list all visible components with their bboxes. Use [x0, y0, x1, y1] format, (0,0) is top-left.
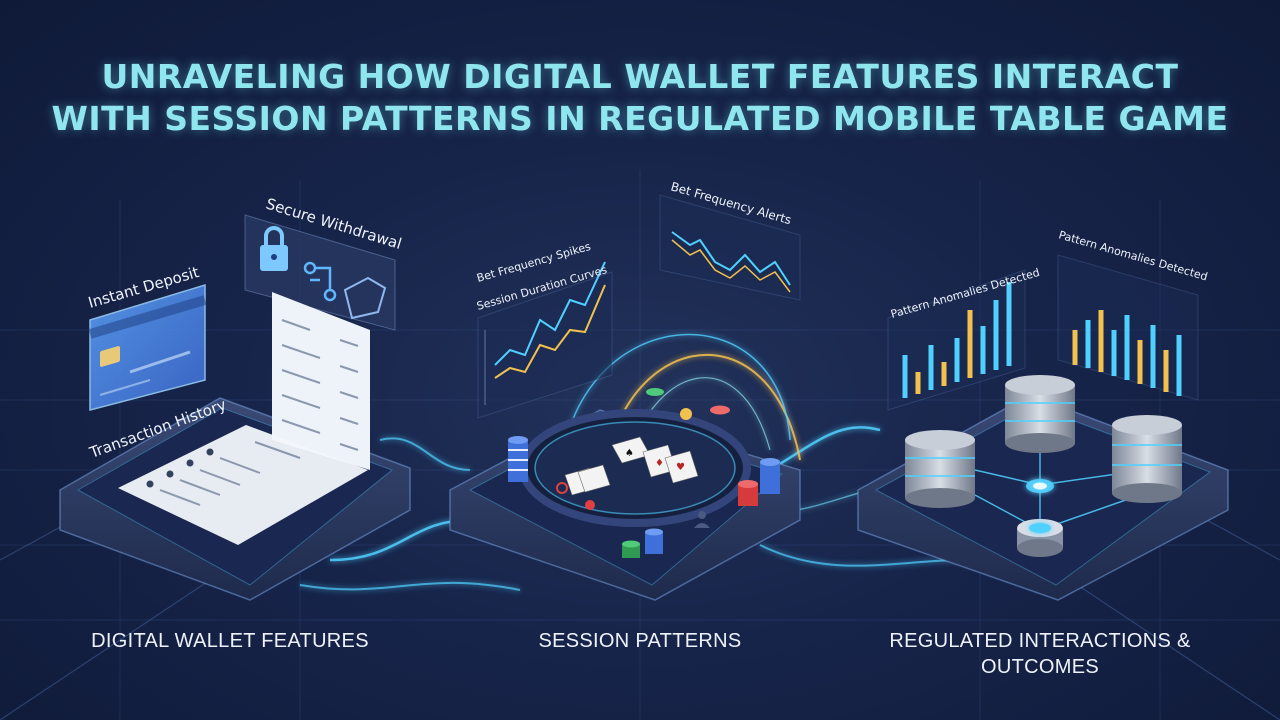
- playing-cards: ♠ ♦ ♥: [564, 436, 699, 496]
- anomaly-chart-left: [887, 269, 1026, 411]
- regulated-label-line-2: OUTCOMES: [981, 656, 1099, 678]
- svg-text:♠: ♠: [625, 448, 634, 459]
- poker-table: [519, 409, 751, 527]
- regulated-label-line-1: REGULATED INTERACTIONS &: [889, 630, 1191, 652]
- node-center: [1026, 479, 1054, 493]
- database-icon-left: [905, 430, 975, 508]
- session-duration-chart: [477, 261, 613, 419]
- svg-text:♥: ♥: [676, 462, 685, 473]
- svg-text:♦: ♦: [655, 458, 664, 469]
- database-icon-right: [1112, 415, 1182, 503]
- single-chips: [556, 388, 730, 510]
- wallet-features-label: DIGITAL WALLET FEATURES: [91, 630, 369, 652]
- transaction-receipt: [272, 292, 370, 470]
- regulated-outcomes-label: REGULATED INTERACTIONS & OUTCOMES: [860, 628, 1220, 680]
- transfer-flow-icon: [303, 261, 337, 302]
- lock-icon: [260, 226, 288, 271]
- shield-icon: [343, 276, 387, 320]
- chip-stack-left: [508, 436, 528, 482]
- title-line-1: UNRAVELING HOW DIGITAL WALLET FEATURES I…: [101, 57, 1179, 96]
- credit-card-icon: [88, 283, 207, 411]
- database-icon-center: [1005, 375, 1075, 453]
- page-title: UNRAVELING HOW DIGITAL WALLET FEATURES I…: [0, 56, 1280, 140]
- session-patterns-label: SESSION PATTERNS: [538, 630, 742, 652]
- node-puck: [1017, 519, 1063, 557]
- title-line-2: WITH SESSION PATTERNS IN REGULATED MOBIL…: [51, 99, 1229, 138]
- chip-stack-front: [622, 528, 663, 558]
- anomaly-chart-right: [1057, 254, 1199, 401]
- user-icon: [694, 511, 710, 528]
- transaction-list: [118, 425, 368, 545]
- bet-frequency-chart: [659, 194, 801, 301]
- chip-stack-right: [738, 458, 780, 506]
